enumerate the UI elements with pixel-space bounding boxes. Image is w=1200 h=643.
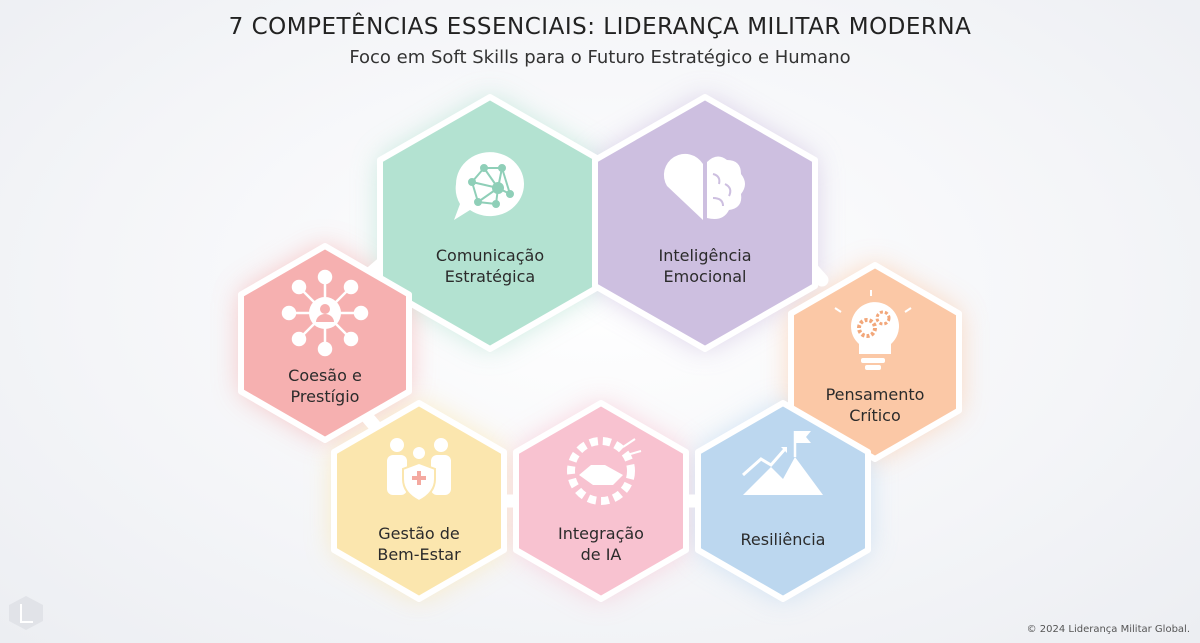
hexagon-shape — [513, 400, 689, 602]
lightbulb-gears-icon — [834, 290, 912, 370]
competency-label-line2: de IA — [581, 545, 622, 564]
page-subtitle: Foco em Soft Skills para o Futuro Estrat… — [349, 47, 851, 68]
hexagon-integracao-de-ia[interactable]: Integração de IA — [513, 400, 689, 602]
hexagon-gestao-de-bem-estar[interactable]: Gestão de Bem-Estar — [331, 400, 507, 602]
heart-brain-icon — [663, 153, 745, 220]
people-network-icon — [281, 269, 369, 357]
competency-label-line2: Crítico — [849, 406, 901, 425]
logo-icon — [6, 595, 46, 635]
competency-label-line1: Integração — [558, 524, 644, 543]
handshake-gear-icon — [567, 437, 642, 505]
hexagon-coesao-e-prestigio[interactable]: Coesão e Prestígio — [238, 243, 412, 443]
competency-label-line1: Inteligência — [658, 246, 751, 265]
competency-label-line1: Gestão de — [378, 524, 460, 543]
family-shield-icon — [387, 438, 451, 503]
competency-label-line2: Bem-Estar — [377, 545, 461, 564]
competency-label-line1: Pensamento — [826, 385, 925, 404]
competency-label-line2: Emocional — [664, 267, 747, 286]
speech-network-icon — [454, 152, 524, 220]
copyright: © 2024 Liderança Militar Global. — [1026, 624, 1190, 635]
competency-label-line2: Prestígio — [291, 387, 360, 406]
hexagon-resiliencia[interactable]: Resiliência — [695, 400, 871, 602]
competency-label-line1: Resiliência — [741, 530, 826, 549]
hexagon-shape — [377, 94, 603, 352]
mountain-flag-icon — [742, 431, 823, 495]
hexagon-shape — [592, 94, 818, 352]
competency-label-line1: Comunicação — [436, 246, 544, 265]
competency-label-line1: Coesão e — [288, 366, 362, 385]
hexagon-shape — [695, 400, 871, 602]
page-title: 7 COMPETÊNCIAS ESSENCIAIS: LIDERANÇA MIL… — [228, 14, 972, 40]
competency-label-line2: Estratégica — [445, 267, 535, 286]
